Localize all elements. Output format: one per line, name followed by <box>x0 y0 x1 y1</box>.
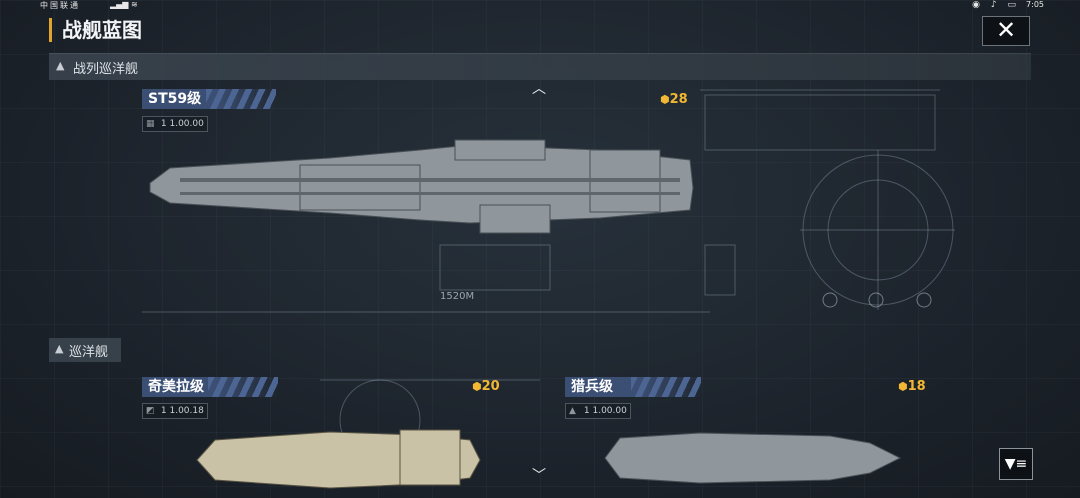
grid-icon: ◩ <box>146 406 155 416</box>
section-header-battlecruiser[interactable]: ▲ 战列巡洋舰 <box>49 53 1031 80</box>
grid-icon: ▦ <box>146 119 155 129</box>
meta-value: 1.00 <box>169 406 190 416</box>
meta-suffix: .00 <box>189 119 204 129</box>
meta-suffix: .18 <box>189 406 204 416</box>
filter-button[interactable]: ▼≡ <box>999 448 1033 480</box>
ship-name-tag[interactable]: 奇美拉级 <box>142 377 278 397</box>
tag-stripes <box>631 377 701 397</box>
meta-prefix: 1 <box>583 406 590 416</box>
section-label: 战列巡洋舰 <box>73 62 139 77</box>
meta-prefix: 1 <box>160 119 167 129</box>
cost-icon: ⬢ <box>660 93 670 106</box>
filter-icon: ▼≡ <box>1004 456 1028 472</box>
ship-meta: ▦ 1 1.00.00 <box>142 116 208 132</box>
meta-value: 1.00 <box>592 406 613 416</box>
cost-value: 20 <box>481 379 500 394</box>
status-bar: 中国联通 ▂▄▆ ≋ ◉ ♪ ▭ 7:05 <box>0 0 1080 12</box>
cost-icon: ⬢ <box>472 380 482 393</box>
grid-icon: ▲ <box>569 406 576 416</box>
tag-stripes <box>208 377 278 397</box>
scroll-down-icon[interactable]: ﹀ <box>532 468 546 484</box>
signal-icon: ▂▄▆ ≋ <box>110 0 138 9</box>
carrier-label: 中国联通 <box>40 1 80 10</box>
ship-name: 猎兵级 <box>571 379 613 395</box>
meta-value: 1.00 <box>169 119 190 129</box>
cost-value: 18 <box>907 379 926 394</box>
cost-value: 28 <box>669 92 688 107</box>
section-label: 巡洋舰 <box>69 345 109 360</box>
ship-meta: ◩ 1 1.00.18 <box>142 403 208 419</box>
ship-meta: ▲ 1 1.00.00 <box>565 403 631 419</box>
ship-class-icon: ▲ <box>55 342 64 355</box>
ship-name: ST59级 <box>148 91 202 107</box>
ship-cost: ⬢18 <box>898 379 926 394</box>
meta-suffix: .00 <box>612 406 627 416</box>
ship-name-tag[interactable]: ST59级 <box>142 89 276 109</box>
clock: 7:05 <box>1026 0 1044 9</box>
ship-length-label: 1520M <box>440 291 475 302</box>
cost-icon: ⬢ <box>898 380 908 393</box>
ship-class-icon: ▲ <box>56 59 65 72</box>
ship-cost: ⬢28 <box>660 92 688 107</box>
status-icons: ◉ ♪ ▭ <box>972 0 1020 10</box>
meta-prefix: 1 <box>160 406 167 416</box>
ship-name: 奇美拉级 <box>148 379 204 395</box>
scroll-up-icon[interactable]: ︿ <box>532 81 546 97</box>
tag-stripes <box>206 89 276 109</box>
page-title: 战舰蓝图 <box>49 18 142 42</box>
section-header-cruiser[interactable]: ▲ 巡洋舰 <box>49 338 121 362</box>
close-button[interactable]: ✕ <box>982 16 1030 46</box>
ship-name-tag[interactable]: 猎兵级 <box>565 377 701 397</box>
ship-cost: ⬢20 <box>472 379 500 394</box>
